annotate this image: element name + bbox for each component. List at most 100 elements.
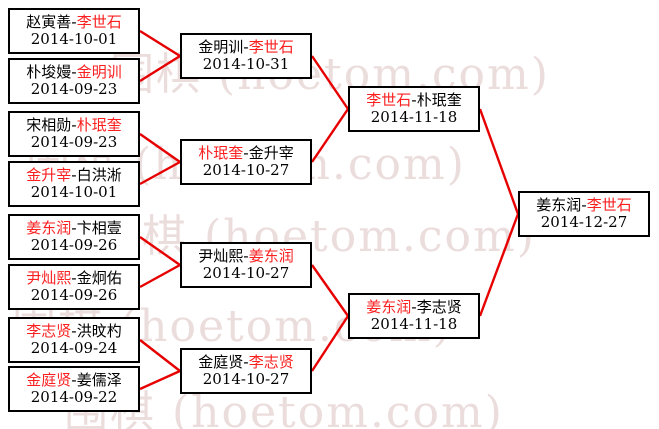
player-right: 李世石 xyxy=(76,12,122,31)
match-date: 2014-09-22 xyxy=(30,387,118,406)
connector-line xyxy=(139,236,181,266)
match-date: 2014-09-23 xyxy=(30,132,118,151)
player-left: 朴珉奎 xyxy=(198,143,244,162)
player-left: 金明训 xyxy=(198,37,244,56)
player-separator: - xyxy=(243,352,249,371)
match-players: 赵寅善-李世石 xyxy=(26,12,122,31)
player-separator: - xyxy=(71,321,77,340)
match-date: 2014-10-31 xyxy=(202,54,290,73)
player-right: 李世石 xyxy=(586,195,632,214)
player-separator: - xyxy=(71,12,77,31)
player-separator: - xyxy=(71,62,77,81)
connector-line xyxy=(310,315,350,372)
match-players: 金明训-李世石 xyxy=(198,37,294,56)
match-date: 2014-10-27 xyxy=(202,263,290,282)
player-left: 金升宰 xyxy=(26,165,72,184)
connector-line xyxy=(478,108,520,215)
match-players: 李世石-朴珉奎 xyxy=(366,90,462,109)
player-separator: - xyxy=(71,115,77,134)
player-right: 洪旼杓 xyxy=(76,321,122,340)
player-left: 李志贤 xyxy=(26,321,72,340)
player-separator: - xyxy=(243,143,249,162)
match-date: 2014-10-01 xyxy=(30,182,118,201)
connector-line xyxy=(311,55,349,110)
player-separator: - xyxy=(71,218,77,237)
player-left: 赵寅善 xyxy=(26,12,72,31)
player-right: 姜东润 xyxy=(248,246,294,265)
player-right: 金升宰 xyxy=(248,143,294,162)
player-right: 朴珉奎 xyxy=(76,115,122,134)
match-players: 尹灿熙-金炯佑 xyxy=(26,268,122,287)
match-players: 金升宰-白洪淅 xyxy=(26,165,122,184)
match-players: 朴珉奎-金升宰 xyxy=(198,143,294,162)
connector-line xyxy=(139,133,181,163)
match-date: 2014-10-01 xyxy=(30,29,118,48)
player-right: 金明训 xyxy=(76,62,122,81)
match-date: 2014-10-27 xyxy=(202,369,290,388)
player-right: 白洪淅 xyxy=(76,165,122,184)
match-date: 2014-11-18 xyxy=(370,107,458,126)
connector-line xyxy=(139,263,181,289)
match-players: 金庭贤-姜儒泽 xyxy=(26,370,122,389)
player-separator: - xyxy=(71,165,77,184)
player-left: 宋相勋 xyxy=(26,115,72,134)
match-date: 2014-09-23 xyxy=(30,79,118,98)
player-right: 金炯佑 xyxy=(76,268,122,287)
match-players: 宋相勋-朴珉奎 xyxy=(26,115,122,134)
match-players: 李志贤-洪旼杓 xyxy=(26,321,122,340)
match-date: 2014-09-26 xyxy=(30,285,118,304)
player-separator: - xyxy=(581,195,587,214)
player-separator: - xyxy=(411,90,417,109)
player-right: 朴珉奎 xyxy=(416,90,462,109)
match-players: 姜东润-李志贤 xyxy=(366,297,461,316)
match-players: 尹灿熙-姜东润 xyxy=(198,246,294,265)
match-date: 2014-12-27 xyxy=(540,212,628,231)
player-left: 姜东润 xyxy=(366,297,412,316)
connector-line xyxy=(139,369,181,391)
player-left: 尹灿熙 xyxy=(26,268,72,287)
player-left: 姜东润 xyxy=(26,218,72,237)
player-right: 卞相壹 xyxy=(76,218,122,237)
player-left: 尹灿熙 xyxy=(198,246,244,265)
player-left: 朴埈嫚 xyxy=(26,62,72,81)
connector-line xyxy=(311,264,349,317)
player-right: 李世石 xyxy=(248,37,294,56)
player-right: 姜儒泽 xyxy=(76,370,122,389)
player-separator: - xyxy=(243,246,249,265)
match-date: 2014-09-24 xyxy=(30,338,118,357)
player-right: 李志贤 xyxy=(248,352,294,371)
connector-line xyxy=(139,160,181,186)
match-date: 2014-11-18 xyxy=(370,314,458,333)
match-date: 2014-09-26 xyxy=(30,235,118,254)
player-left: 姜东润 xyxy=(536,195,582,214)
connector-line xyxy=(311,108,349,163)
player-separator: - xyxy=(411,297,417,316)
match-players: 朴埈嫚-金明训 xyxy=(26,62,122,81)
player-left: 金庭贤 xyxy=(198,352,244,371)
player-separator: - xyxy=(71,268,77,287)
match-players: 金庭贤-李志贤 xyxy=(198,352,294,371)
connector-line xyxy=(139,339,181,372)
player-separator: - xyxy=(243,37,249,56)
player-separator: - xyxy=(71,370,77,389)
match-players: 姜东润-李世石 xyxy=(536,195,632,214)
match-players: 姜东润-卞相壹 xyxy=(26,218,122,237)
match-date: 2014-10-27 xyxy=(202,160,290,179)
